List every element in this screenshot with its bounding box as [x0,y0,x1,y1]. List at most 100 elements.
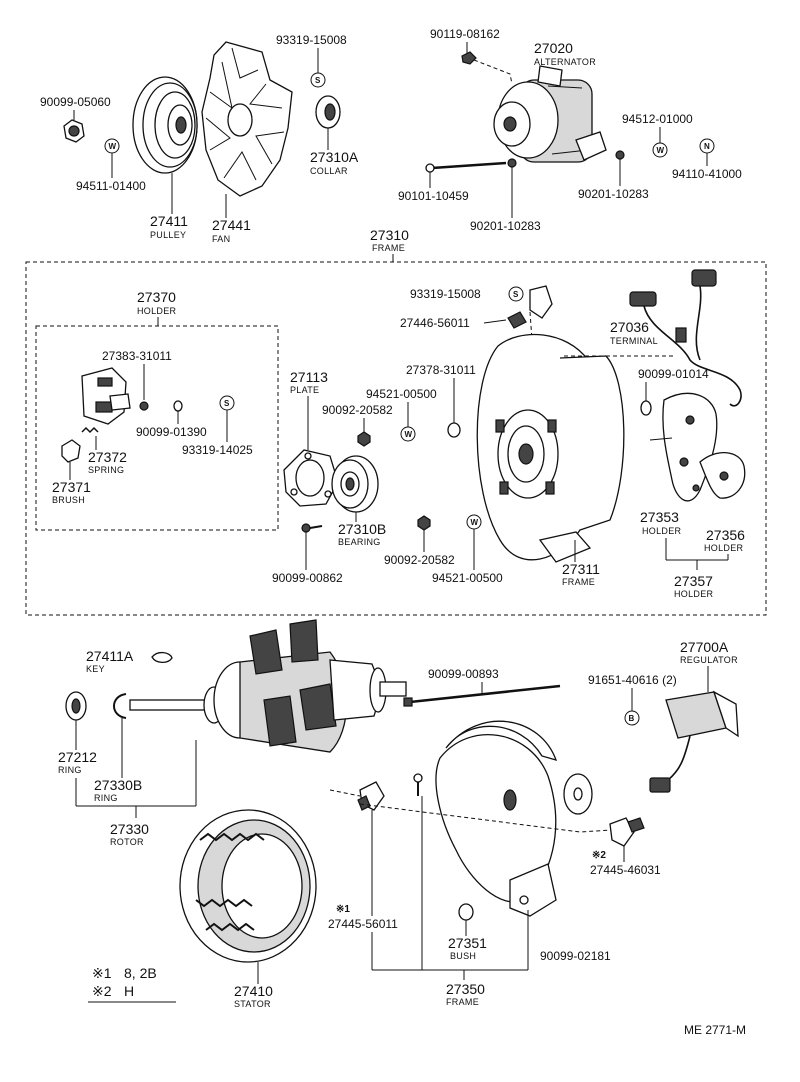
bearing-drawing [331,455,379,513]
regulator-drawing [649,690,739,793]
part-number-27351: 27351 [448,935,487,951]
svg-text:N: N [704,142,710,151]
terminal-bracket-drawing [507,285,553,329]
part-number-90119-08162: 90119-08162 [430,27,500,41]
part-number-27353: 27353 [640,509,679,525]
insulator-27378-drawing [447,422,461,438]
legend-notes: ※1 8, 2B ※2 H [88,965,176,1003]
nut-90092-a-drawing [357,431,371,447]
through-bolt-drawing [403,684,561,707]
part-number-27411A: 27411A [86,648,134,664]
holder-assembly-box [35,325,279,531]
part-number-27113: 27113 [290,369,328,385]
brush-drawing [61,439,81,463]
part-number-27356: 27356 [706,527,745,543]
part-name-brush: BRUSH [52,495,85,505]
nut-90099-05060-drawing [63,119,85,143]
part-name-terminal: TERMINAL [610,336,658,346]
n-symbol-94110: N [699,138,715,154]
part-name-collar: COLLAR [310,166,348,176]
terminal-27445-46031-drawing [609,817,645,847]
key-drawing [151,651,173,664]
part-number-27310: 27310 [370,227,409,243]
part-name-ring-27212: RING [58,765,82,775]
part-number-91651-40616: 91651-40616 (2) [588,673,677,687]
part-number-90099-00862: 90099-00862 [272,571,343,585]
brush-holder-drawing [81,367,131,425]
part-number-27371: 27371 [52,479,91,495]
part-name-holder-27357: HOLDER [674,589,714,599]
part-number-90092-20582-b: 90092-20582 [384,553,455,567]
screw-27383-drawing [139,401,149,411]
stator-drawing [179,809,317,963]
nut-drawing-a [507,158,517,168]
note-2-text: H [124,983,134,999]
bush-drawing [458,903,474,921]
part-number-90201-10283-b: 90201-10283 [470,219,541,233]
part-name-frame-27311: FRAME [562,577,595,587]
part-number-90099-00893: 90099-00893 [428,667,499,681]
part-number-94521-00500-b: 94521-00500 [432,571,503,585]
spring-washer-symbol: S [310,72,326,88]
part-name-holder-27370: HOLDER [137,306,177,316]
part-number-27357: 27357 [674,573,713,589]
w-symbol-94521-a: W [400,426,416,442]
w-symbol-94521-b: W [466,514,482,530]
part-number-90099-02181: 90099-02181 [540,949,611,963]
rectifier-holder-drawing [649,392,718,502]
part-name-stator: STATOR [234,999,271,1009]
part-number-27372: 27372 [88,449,127,465]
svg-text:W: W [657,146,665,155]
part-number-27410: 27410 [234,983,273,999]
part-name-holder-27356: HOLDER [704,543,744,553]
part-number-94110-41000: 94110-41000 [672,167,742,181]
part-number-93319-15008-b: 93319-15008 [410,287,481,301]
ring-27330B-drawing [113,693,127,719]
part-name-rotor: ROTOR [110,837,144,847]
part-number-27700A: 27700A [680,639,729,655]
part-number-27330: 27330 [110,821,149,837]
part-number-90099-01390: 90099-01390 [136,425,207,439]
terminal-wiring-drawing [629,269,742,407]
screw-rear-drawing [413,773,423,796]
part-name-frame-27350: FRAME [446,997,479,1007]
pulley-drawing [132,76,198,174]
note-1-text: 8, 2B [124,965,157,981]
part-number-90092-20582-a: 90092-20582 [322,403,393,417]
part-number-27310B: 27310B [338,521,386,537]
s-symbol-93319-b: S [508,286,524,302]
part-number-94512-01000: 94512-01000 [622,112,693,126]
part-number-27411: 27411 [150,213,188,229]
part-number-27330B: 27330B [94,777,142,793]
rotor-drawing [129,619,407,753]
terminal-27445-56011-drawing [357,781,385,811]
collar-drawing [315,95,341,129]
part-number-27441: 27441 [212,217,251,233]
svg-text:S: S [224,399,230,408]
part-number-27350: 27350 [446,981,485,997]
rear-frame-drawing [435,720,558,917]
part-number-27036: 27036 [610,319,649,335]
part-name-regulator: REGULATOR [680,655,738,665]
svg-text:S: S [315,76,321,85]
note-1-mark: ※1 [92,965,112,981]
svg-text:W: W [471,518,479,527]
plate-drawing [283,449,339,507]
drive-end-frame-drawing [476,333,625,563]
s-symbol-93319-14025: S [219,395,235,411]
part-name-pulley: PULLEY [150,230,186,240]
bolt-90119-drawing [461,51,513,85]
part-number-27445-56011: 27445-56011 [328,917,398,931]
screw-90099-01390-drawing [173,400,183,412]
part-number-27446-56011: 27446-56011 [400,316,470,330]
long-bolt-drawing [425,161,507,173]
part-number-90099-01014: 90099-01014 [638,367,709,381]
part-number-27311: 27311 [562,561,600,577]
brush-spring-drawing [81,426,99,434]
part-number-27020: 27020 [534,40,573,56]
part-number-27212: 27212 [58,749,97,765]
svg-text:W: W [109,142,117,151]
part-name-bush: BUSH [450,951,476,961]
screw-90099-00862-drawing [301,523,323,533]
